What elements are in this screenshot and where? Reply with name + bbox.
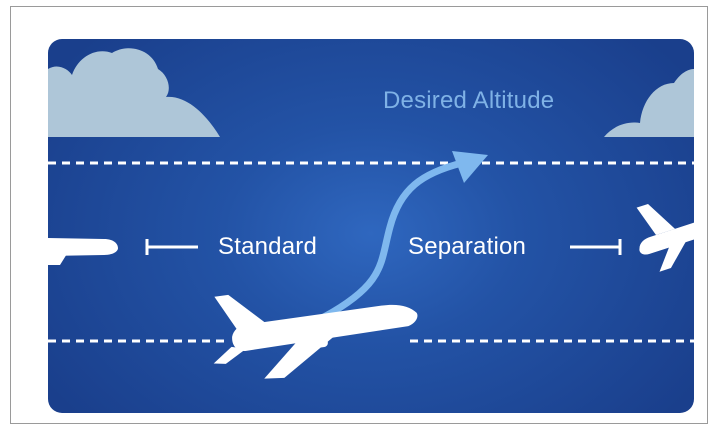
cloud-right-icon [604,69,694,137]
standard-label: Standard [218,233,318,260]
figure-frame: Desired Altitude Standard Separation [10,6,708,424]
climb-arrow-icon [320,151,488,321]
airplane-right-icon [636,203,694,272]
separation-bracket-right-icon [570,239,622,255]
separation-label: Separation [408,233,527,260]
desired-altitude-label: Desired Altitude [383,87,555,114]
diagram-graphics [48,48,694,379]
airplane-left-icon [48,238,118,265]
airplane-climbing-icon [213,294,418,379]
separation-bracket-left-icon [145,239,198,255]
altitude-diagram-panel: Desired Altitude Standard Separation [48,39,694,413]
cloud-left-icon [48,48,220,137]
